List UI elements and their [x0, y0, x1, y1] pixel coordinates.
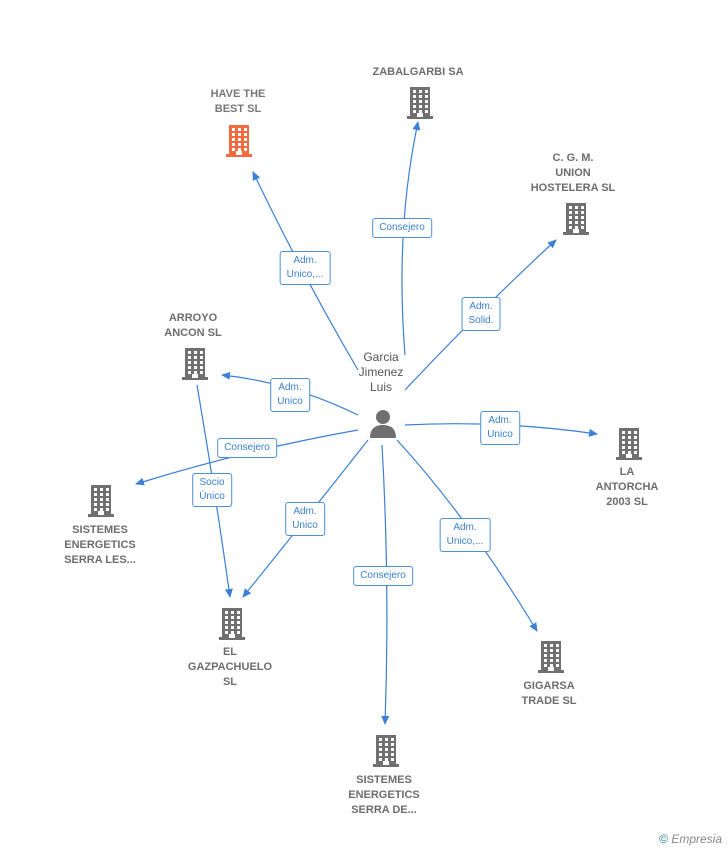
company-name-sistemes-les[interactable]: SISTEMES ENERGETICS SERRA LES... — [64, 524, 136, 566]
edge-label[interactable]: Consejero — [353, 566, 413, 586]
company-name-zabalgarbi[interactable]: ZABALGARBI SA — [372, 66, 464, 78]
copyright-symbol: © — [659, 832, 668, 846]
edge-label[interactable]: Adm. Unico,... — [439, 518, 491, 552]
edge-label[interactable]: Adm. Unico — [270, 378, 310, 412]
edge-label[interactable]: Adm. Unico,... — [279, 251, 331, 285]
company-name-have-the-best[interactable]: HAVE THE BEST SL — [210, 88, 266, 115]
edge-label[interactable]: Consejero — [217, 438, 277, 458]
company-name-el-gazpachuelo[interactable]: EL GAZPACHUELO SL — [187, 646, 273, 688]
company-name-sistemes-de[interactable]: SISTEMES ENERGETICS SERRA DE... — [348, 774, 420, 816]
edge-label[interactable]: Consejero — [372, 218, 432, 238]
company-name-cgm-union[interactable]: C. G. M. UNION HOSTELERA SL — [530, 152, 616, 194]
edge-label[interactable]: Adm. Unico — [480, 411, 520, 445]
edge-label[interactable]: Adm. Solid. — [461, 297, 501, 331]
edge-zabalgarbi — [401, 121, 421, 356]
company-name-gigarsa[interactable]: GIGARSA TRADE SL — [521, 680, 577, 707]
company-name-arroyo-ancon[interactable]: ARROYO ANCON SL — [164, 312, 222, 339]
edge-label[interactable]: Socio Único — [192, 473, 232, 507]
building-icon[interactable] — [86, 483, 116, 522]
building-icon[interactable] — [180, 346, 210, 385]
building-icon[interactable] — [614, 426, 644, 465]
building-icon[interactable] — [405, 85, 435, 124]
building-icon[interactable] — [536, 639, 566, 678]
building-icon[interactable] — [224, 123, 254, 162]
building-icon[interactable] — [371, 733, 401, 772]
building-icon[interactable] — [217, 606, 247, 645]
copyright-footer: © Empresia — [659, 832, 722, 846]
brand-name[interactable]: Empresia — [671, 832, 722, 846]
company-name-la-antorcha[interactable]: LA ANTORCHA 2003 SL — [595, 466, 659, 508]
person-icon[interactable] — [368, 408, 398, 443]
person-name[interactable]: Garcia Jimenez Luis — [358, 350, 404, 394]
edge-label[interactable]: Adm. Unico — [285, 502, 325, 536]
building-icon[interactable] — [561, 201, 591, 240]
